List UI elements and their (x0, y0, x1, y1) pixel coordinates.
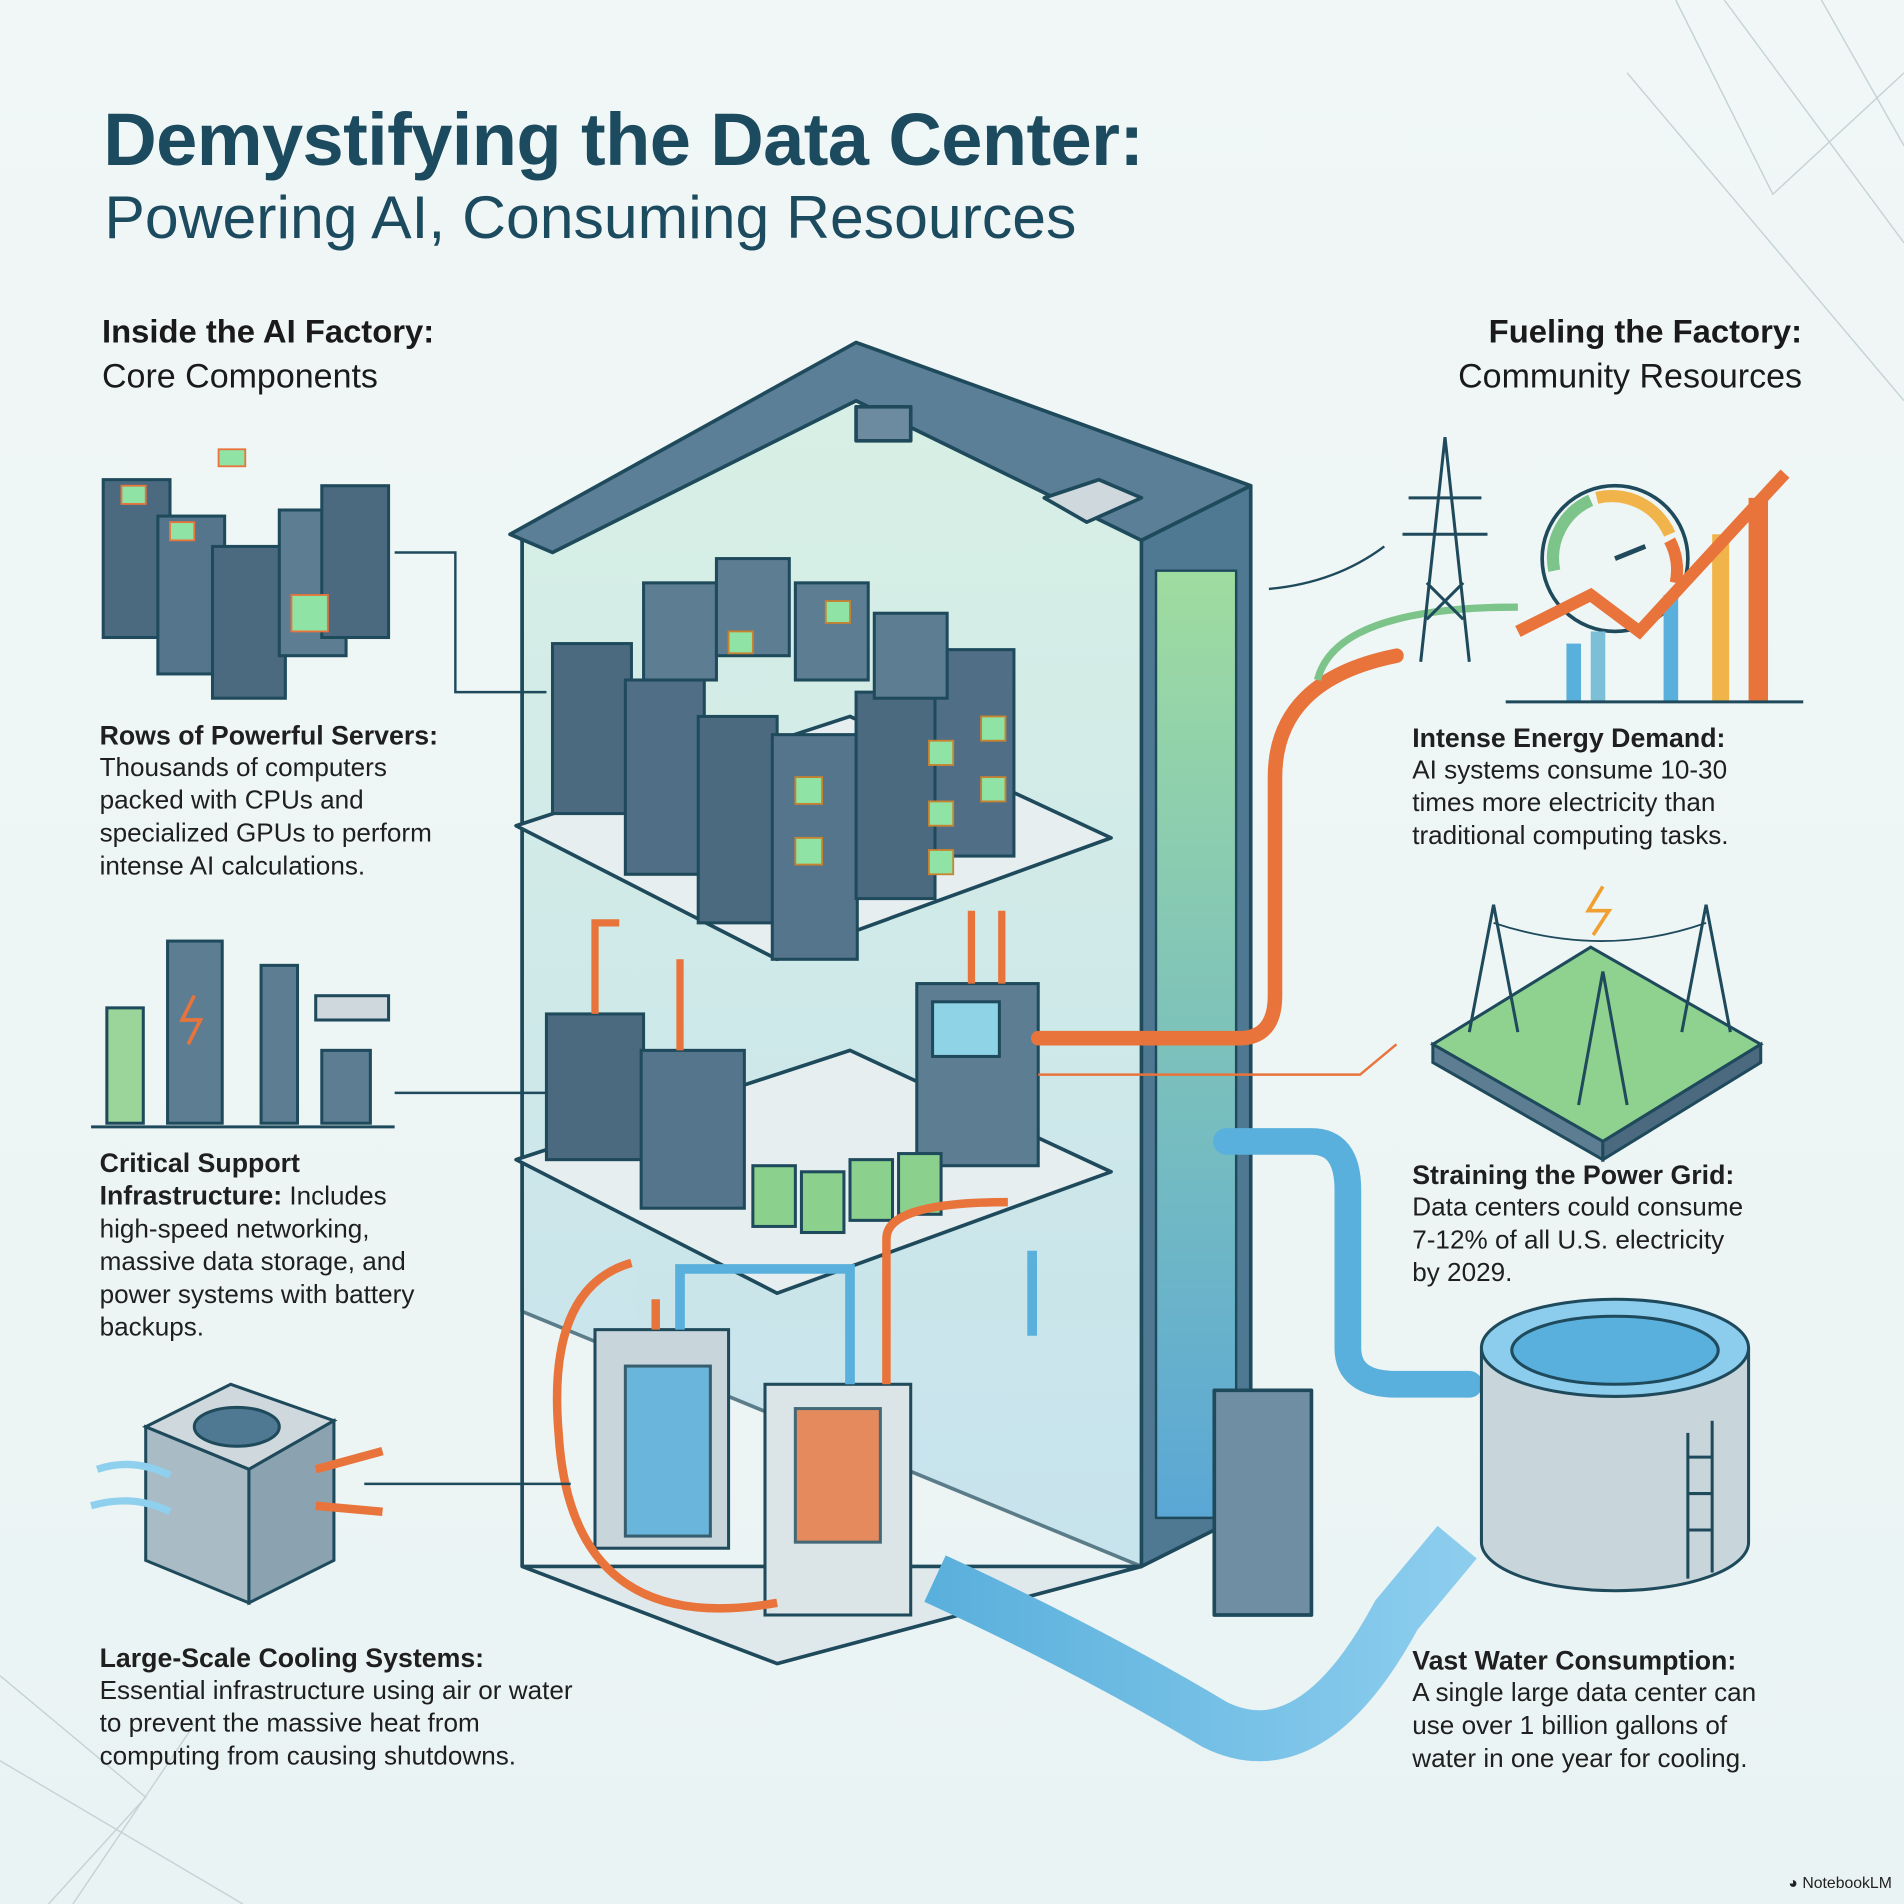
brand-label: NotebookLM (1802, 1873, 1892, 1892)
water-pipe-lower (924, 1525, 1477, 1762)
callout-lines (364, 545, 1386, 1486)
block-line: packed with CPUs and (99, 785, 364, 815)
power-grid-icon (1429, 885, 1764, 1163)
cooling-text-block: Large-Scale Cooling Systems: Essential i… (100, 1642, 573, 1773)
left-section-heading: Inside the AI Factory: (102, 313, 435, 350)
block-line: water in one year for cooling. (1412, 1743, 1748, 1773)
left-section-subheading: Core Components (102, 357, 378, 395)
water-pipe-upper (1213, 1128, 1483, 1398)
block-line: A single large data center can (1412, 1678, 1757, 1708)
block-line: by 2029. (1412, 1258, 1513, 1288)
block-line: backups. (99, 1312, 205, 1342)
block-line: traditional computing tasks. (1412, 820, 1729, 851)
block-heading: Vast Water Consumption: (1412, 1645, 1737, 1676)
page-subtitle: Powering AI, Consuming Resources (104, 183, 1077, 252)
block-heading: Rows of Powerful Servers: (99, 720, 439, 751)
fan-icon (192, 1405, 281, 1448)
block-line: Thousands of computers (99, 752, 387, 783)
power-line-orange (1030, 648, 1404, 1046)
cooling-equipment (552, 1197, 1038, 1617)
block-line: Includes (282, 1181, 387, 1211)
block-line: computing from causing shutdowns. (99, 1741, 517, 1771)
right-section-heading: Fueling the Factory: (1488, 313, 1803, 350)
block-heading: Intense Energy Demand: (1412, 722, 1726, 753)
power-line-green (1313, 603, 1518, 682)
power-support-icon (91, 939, 395, 1129)
roof-unit (854, 404, 913, 443)
block-line: to prevent the massive heat from (99, 1708, 480, 1738)
block-line: intense AI calculations. (99, 851, 366, 881)
server-racks (550, 557, 1016, 961)
block-heading: Straining the Power Grid: (1412, 1159, 1735, 1191)
water-tank-icon (1479, 1297, 1751, 1593)
notebooklm-branding: ◕ NotebookLM (1788, 1874, 1891, 1892)
block-heading: Infrastructure: (99, 1180, 283, 1211)
water-text-block: Vast Water Consumption: A single large d… (1412, 1644, 1756, 1775)
server-cluster-icon (101, 448, 391, 700)
block-line: use over 1 billion gallons of (1412, 1710, 1728, 1741)
page-title: Demystifying the Data Center: (103, 98, 1144, 181)
energy-demand-icon (1402, 436, 1804, 704)
grid-text-block: Straining the Power Grid: Data centers c… (1412, 1158, 1743, 1289)
block-line: Essential infrastructure using air or wa… (99, 1675, 573, 1705)
block-line: Data centers could consume (1412, 1192, 1744, 1222)
grid-connector-line (1038, 1043, 1398, 1076)
block-line: specialized GPUs to perform (99, 818, 432, 848)
block-line: massive data storage, and (99, 1247, 406, 1277)
block-line: 7-12% of all U.S. electricity (1412, 1225, 1725, 1255)
support-equipment (544, 910, 1040, 1235)
transmission-tower-icon (1402, 436, 1488, 662)
servers-text-block: Rows of Powerful Servers: Thousands of c… (100, 719, 438, 883)
cooling-unit-icon (90, 1382, 384, 1606)
battery-icon (105, 1006, 145, 1125)
block-line: high-speed networking, (99, 1214, 370, 1244)
block-heading: Large-Scale Cooling Systems: (99, 1642, 485, 1674)
energy-text-block: Intense Energy Demand: AI systems consum… (1412, 721, 1728, 852)
entrance-door (1212, 1388, 1314, 1617)
right-section-subheading: Community Resources (1458, 357, 1803, 395)
block-line: times more electricity than (1412, 788, 1716, 818)
lightning-icon (1585, 885, 1613, 936)
block-heading: Critical Support (99, 1147, 300, 1178)
notebooklm-logo-icon: ◕ (1788, 1873, 1798, 1892)
block-line: AI systems consume 10-30 (1412, 755, 1728, 785)
roof-vent (1042, 477, 1144, 524)
support-text-block: Critical Support Infrastructure: Include… (100, 1146, 415, 1344)
block-line: power systems with battery (99, 1279, 415, 1310)
bar-chart-icon (1566, 497, 1769, 702)
